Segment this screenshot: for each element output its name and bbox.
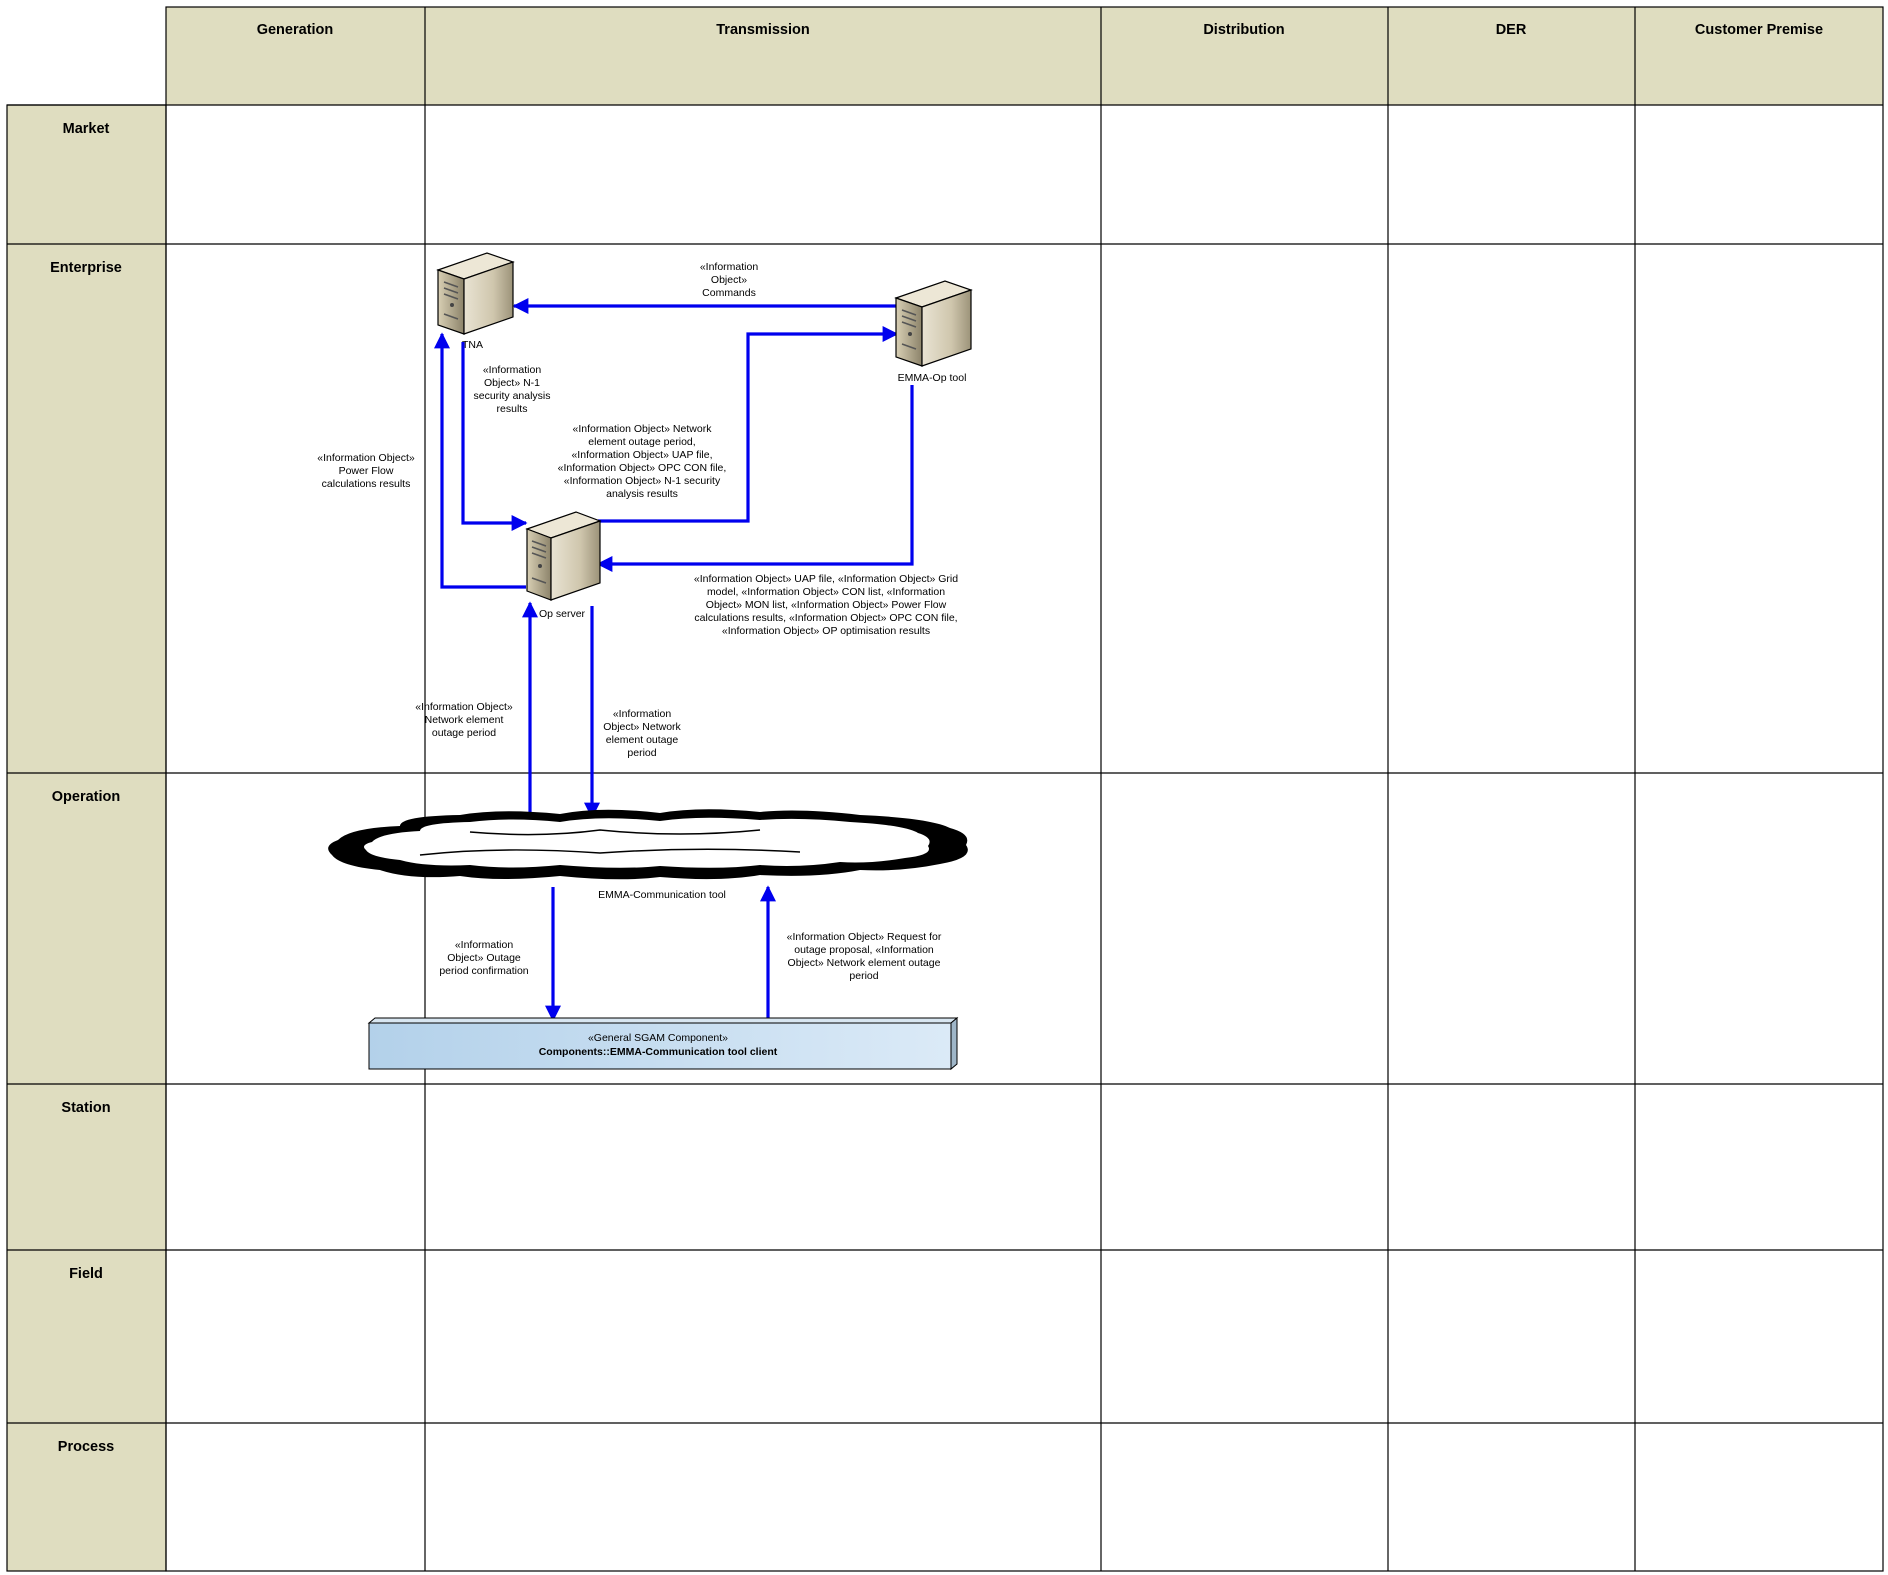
flow-label-line: «Information Object»	[415, 701, 513, 713]
flow-label-line: «Information Object» Request for	[787, 931, 942, 943]
flow-label-line: «Information Object» UAP file,	[571, 449, 712, 461]
component-stereotype: «General SGAM Component»	[588, 1032, 728, 1044]
flow-label-line: model, «Information Object» CON list, «I…	[707, 586, 945, 598]
flow-label-line: «Information	[455, 939, 514, 951]
flow-label-line: «Information Object» N-1 security	[564, 475, 721, 487]
flow-label-line: calculations results, «Information Objec…	[694, 612, 957, 624]
flow-label-line: analysis results	[606, 488, 678, 500]
label-outage-up: «Information Object»Network elementoutag…	[415, 701, 513, 739]
arrow-n1-results	[461, 342, 528, 531]
flow-label-line: results	[497, 403, 528, 415]
flow-label-line: «Information Object» UAP file, «Informat…	[694, 573, 958, 585]
op-tool-label: EMMA-Op tool	[898, 372, 967, 384]
arrow-to-op-tool	[598, 326, 899, 523]
flow-label-line: «Information Object» OPC CON file,	[558, 462, 727, 474]
flow-arrows	[434, 298, 914, 1022]
flow-label-line: security analysis	[473, 390, 550, 402]
flow-label-line: Network element	[425, 714, 504, 726]
row-header-field: Field	[69, 1266, 103, 1282]
flow-label-line: period confirmation	[439, 965, 528, 977]
row-header-operation: Operation	[52, 789, 120, 805]
op-server-label: Op server	[539, 608, 586, 620]
op-server-icon	[525, 511, 602, 601]
column-header-generation: Generation	[257, 22, 334, 38]
flow-label-line: Object»	[711, 274, 747, 286]
component-name: Components::EMMA-Communication tool clie…	[539, 1046, 778, 1058]
flow-label-line: Object» Network element outage	[788, 957, 941, 969]
op-tool-server-icon	[894, 280, 973, 367]
arrow-power-flow	[434, 332, 526, 589]
flow-label-line: «Information	[700, 261, 759, 273]
flow-label-line: calculations results	[322, 478, 411, 490]
row-header-process: Process	[58, 1439, 114, 1455]
flow-label-line: «Information	[613, 708, 672, 720]
column-header-customer-premise: Customer Premise	[1695, 22, 1823, 38]
flow-label-line: Object» Outage	[447, 952, 521, 964]
flow-label-line: «Information	[483, 364, 542, 376]
tna-label: TNA	[462, 339, 483, 351]
flow-label-line: outage proposal, «Information	[794, 944, 934, 956]
row-header-market: Market	[63, 121, 110, 137]
grid-lines	[6, 6, 1884, 1572]
arrow-from-op-tool	[596, 385, 914, 572]
label-power-flow: «Information Object»Power Flowcalculatio…	[317, 452, 415, 490]
column-header-der: DER	[1496, 22, 1527, 38]
comm-client-component	[367, 1016, 959, 1071]
flow-label-line: «Information Object»	[317, 452, 415, 464]
grid-header-band	[7, 7, 1883, 1571]
column-header-distribution: Distribution	[1203, 22, 1284, 38]
flow-label-line: «Information Object» OP optimisation res…	[722, 625, 930, 637]
cloud-icon	[328, 809, 968, 880]
flow-label-line: Commands	[702, 287, 756, 299]
flow-label-line: period	[849, 970, 878, 982]
flow-label-line: Power Flow	[339, 465, 394, 477]
flow-label-line: element outage	[606, 734, 679, 746]
row-header-enterprise: Enterprise	[50, 260, 122, 276]
flow-label-line: period	[627, 747, 656, 759]
flow-label-line: outage period	[432, 727, 496, 739]
flow-label-line: Object» MON list, «Information Object» P…	[706, 599, 947, 611]
flow-label-line: Object» N-1	[484, 377, 540, 389]
comm-tool-label: EMMA-Communication tool	[598, 889, 726, 901]
tna-server-icon	[436, 252, 515, 335]
row-header-station: Station	[61, 1100, 110, 1116]
flow-label-line: Object» Network	[603, 721, 681, 733]
column-header-transmission: Transmission	[716, 22, 809, 38]
flow-label-line: «Information Object» Network	[573, 423, 713, 435]
flow-label-line: element outage period,	[588, 436, 695, 448]
label-from-op-tool: «Information Object» UAP file, «Informat…	[694, 573, 958, 637]
